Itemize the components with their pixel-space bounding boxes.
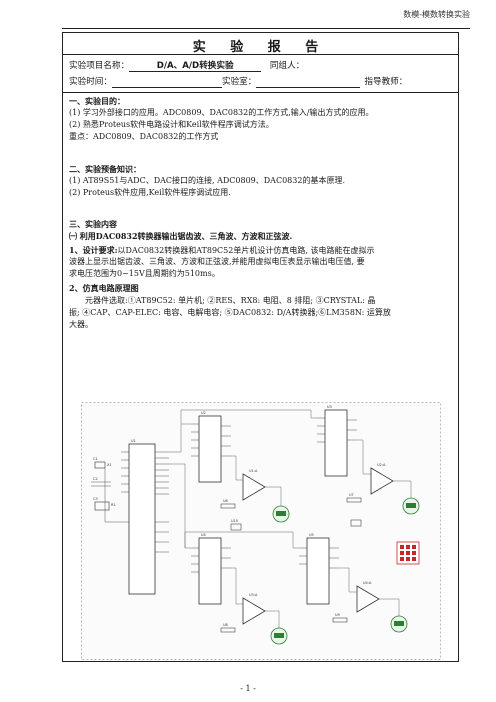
dac-chip	[306, 537, 330, 605]
schem-label: U1	[131, 439, 136, 443]
schem-label: U5	[309, 533, 314, 537]
report-body: 一、实验目的： (1) 学习外部接口的应用。ADC0809、DAC0832的工作…	[63, 92, 458, 661]
dac-chip	[324, 409, 348, 477]
time-blank	[111, 77, 222, 88]
partner-label: 同组人：	[269, 61, 305, 71]
schem-label: U4:A	[363, 581, 372, 585]
report-title: 实 验 报 告	[192, 40, 329, 55]
req-line: 波器上显示出锯齿波、三角波、方波和正弦波,并能用虚拟电压表显示输出电压值, 要	[69, 257, 365, 266]
component-line: 大器。	[69, 320, 93, 329]
project-label: 实验项目名称：	[69, 61, 130, 71]
schem-label: U3:A	[249, 593, 258, 597]
schem-label: R1	[111, 503, 116, 507]
fields-row: 实验项目名称：D/A、A/D转换实验 同组人： 实验时间： 实验室： 指导教师：	[63, 54, 458, 93]
s2-line: (1) AT89S51与ADC、DAC接口的连接, ADC0809、DAC083…	[69, 176, 345, 185]
req-line: 以DAC0832转换器和AT89C52单片机设计仿真电路, 该电路能在虚拟示	[117, 246, 375, 255]
component-line: 元器件选取:①AT89C52: 单片机; ②RES、RX8: 电阻、8 排阻; …	[85, 296, 376, 305]
s1-line: 重点：ADC0809、DAC0832的工作方式	[69, 132, 219, 141]
page-header-note: 数模-模数转换实验	[403, 10, 470, 19]
lab-blank	[256, 77, 361, 88]
project-value: D/A、A/D转换实验	[129, 61, 262, 72]
schem-label: U10	[231, 519, 238, 523]
opamp	[370, 467, 394, 495]
mcu-chip	[128, 443, 156, 595]
opamp	[242, 473, 266, 501]
dac-chip	[198, 537, 222, 605]
req-label: 1、设计要求:	[69, 245, 118, 255]
schem-label: C2	[93, 477, 98, 481]
component-line: 振; ④CAP、CAP-ELEC: 电容、电解电容; ⑤DAC0832: D/A…	[69, 308, 391, 317]
req-line: 求电压范围为0~15V且周期约为510ms。	[69, 269, 220, 278]
schem-label: C1	[93, 457, 98, 461]
header-rule	[62, 28, 470, 29]
opamp	[242, 597, 266, 625]
s3-sub1: ㈠ 利用DAC0832转换器输出锯齿波、三角波、方波和正弦波.	[69, 231, 293, 241]
s1-heading: 一、实验目的：	[69, 96, 125, 106]
schem-label: U2:A	[377, 463, 386, 467]
schem-label: U4	[201, 533, 207, 537]
page-number: - 1 -	[240, 684, 256, 693]
circuit-heading: 2、仿真电路原理图	[69, 283, 139, 293]
schem-label: U9	[335, 613, 340, 617]
schem-label: C3	[93, 497, 98, 501]
schem-label: U1:A	[249, 469, 258, 473]
schem-label: U6	[223, 499, 228, 503]
s1-line: (2) 熟悉Proteus软件电路设计和Keil软件程序调试方法。	[69, 120, 274, 129]
schem-label: U7	[349, 493, 354, 497]
time-label: 实验时间：	[69, 77, 112, 87]
schem-label: U3	[327, 405, 332, 409]
lab-label: 实验室：	[221, 77, 257, 87]
dac-chip	[198, 415, 222, 483]
s2-heading: 二、实验预备知识：	[69, 164, 141, 174]
circuit-schematic: U1 U2 U3 U4 U5 U6 U7 U8 U9 U10 U1:A U2:A…	[81, 402, 441, 660]
s2-line: (2) Proteus软件应用,Keil软件程序调试应用.	[69, 188, 231, 197]
s1-line: (1) 学习外部接口的应用。ADC0809、DAC0832的工作方式,输入/输出…	[69, 108, 374, 117]
teacher-label: 指导教师：	[364, 77, 408, 87]
schem-label: X1	[107, 463, 112, 467]
schem-label: U8	[223, 623, 228, 627]
schem-label: U2	[201, 411, 206, 415]
opamp	[356, 585, 380, 613]
s3-heading: 三、实验内容	[69, 219, 117, 229]
report-frame: 实 验 报 告 实验项目名称：D/A、A/D转换实验 同组人： 实验时间： 实验…	[62, 32, 459, 662]
